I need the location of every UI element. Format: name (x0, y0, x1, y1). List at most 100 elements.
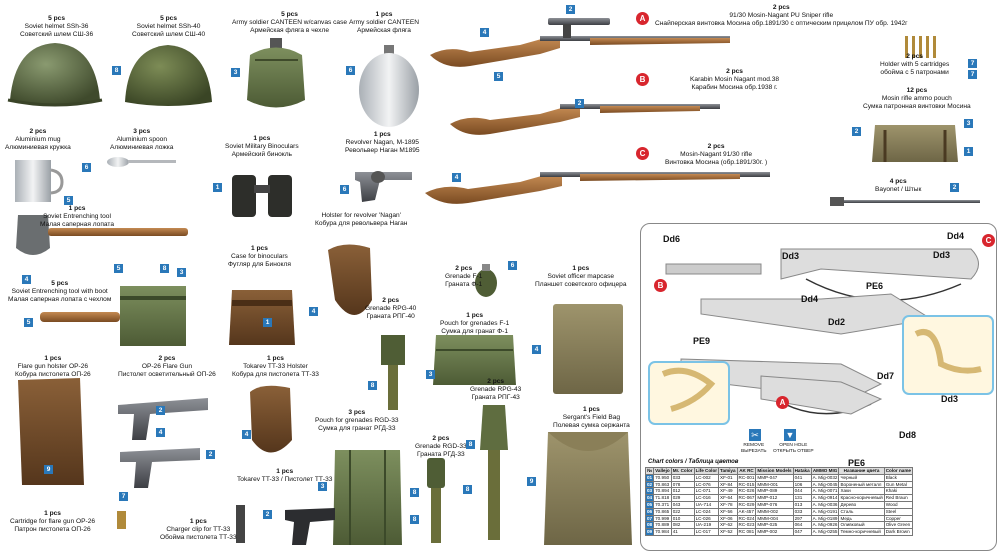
color-tag: 7 (119, 492, 128, 501)
color-tag: 8 (410, 515, 419, 524)
color-table-cell: Темно-коричневый (838, 528, 885, 536)
color-tag: 4 (480, 28, 489, 37)
color-tag: 6 (82, 163, 91, 172)
color-tag: 1 (263, 318, 272, 327)
color-table-header-cell: № (644, 467, 655, 475)
callout-pe9: PE9 (693, 336, 711, 346)
shovel-boot-art (40, 286, 186, 346)
color-table-cell: MMM-004 (755, 514, 794, 523)
color-tag: 2 (575, 99, 584, 108)
binocular-case-art (229, 290, 295, 345)
callout-dd3: Dd3 (782, 251, 800, 261)
color-tag: 3 (231, 68, 240, 77)
color-table-cell: LC-017 (693, 528, 720, 536)
shovel-art (16, 215, 188, 255)
variant-b-panel: B (654, 279, 667, 292)
color-table-cell: 043 (670, 500, 695, 509)
color-table-cell: Дерево (838, 500, 885, 509)
color-table-cell: Khaki (883, 487, 913, 496)
color-table-cell: MMP-025 (755, 521, 794, 530)
variant-c-panel: C (982, 234, 995, 247)
color-table-cell: 044 (792, 487, 812, 496)
color-table-cell: RC-024 (736, 514, 757, 523)
color-tag: 4 (22, 275, 31, 284)
callout-pe6: PE6 (866, 281, 884, 291)
color-table-cell: 033 (670, 473, 695, 482)
callout-dd4: Dd4 (801, 294, 819, 304)
color-table-cell: Оливковый (838, 521, 885, 530)
color-table-cell: A. Mig-0045 (810, 480, 840, 489)
chart-colors-title: Chart colors / Таблица цветов (648, 459, 739, 465)
color-table-cell: XF-84 (718, 480, 738, 489)
color-tag: 8 (410, 488, 419, 497)
color-table-cell: 033 (792, 507, 812, 516)
color-table-cell: RC 081 (736, 528, 757, 536)
color-table-cell: LC-024 (693, 507, 720, 516)
color-table-cell: LC-071 (693, 487, 720, 496)
color-table-cell: XF-62 (718, 521, 738, 530)
helmet-ssh36-art (7, 43, 103, 107)
color-table-cell: 041 (792, 473, 812, 482)
color-table-cell: 047 (792, 528, 812, 536)
color-table-cell: A. Mig-0036 (810, 500, 840, 509)
color-table-cell: A. Mig-0032 (810, 473, 840, 482)
rifle-karabin-art (450, 104, 720, 135)
mug-art (15, 160, 64, 202)
holster-op26-art (18, 378, 84, 485)
color-table-cell: Сталь (838, 507, 885, 516)
assembly-diagram (648, 248, 994, 425)
color-table-cell: Красно-коричневый (838, 494, 885, 502)
callout-dd4: Dd4 (947, 231, 965, 241)
spoon-art (107, 157, 176, 167)
color-table-cell: 131 (792, 494, 812, 502)
color-table-cell: 012 (670, 487, 695, 496)
color-table-header-cell: Название цвета (838, 467, 885, 475)
color-table-cell: 08 (644, 521, 655, 530)
binoculars-art (232, 175, 292, 217)
color-table-cell: XF-78 (718, 500, 738, 509)
grenade-f1-art (475, 264, 497, 297)
color-tag: 5 (494, 72, 503, 81)
color-table-cell: Olive Green (883, 521, 913, 530)
color-table-cell: A. Mig-0914 (810, 494, 840, 502)
color-table-cell: MMP-047 (755, 473, 794, 482)
color-tag: 5 (114, 264, 123, 273)
color-table-cell: A. Mig-0189 (810, 514, 840, 523)
mosin-pouch-art (872, 125, 958, 162)
color-table-cell: 297 (792, 514, 812, 523)
open-hole-icon: ▼ (784, 429, 796, 441)
color-table-cell: 70.863 (653, 480, 672, 489)
color-tag: 1 (213, 183, 222, 192)
color-table-cell: RC-001 (736, 473, 757, 482)
color-table-cell: XF-52 (718, 528, 738, 536)
grenade-rpg43-art (480, 405, 508, 540)
color-table-cell: Вороненый металл (838, 480, 885, 489)
holster-tt-art (250, 385, 292, 453)
callout-dd3: Dd3 (933, 250, 951, 260)
color-table-cell: XF-01 (718, 473, 738, 482)
color-tag: 3 (426, 370, 435, 379)
